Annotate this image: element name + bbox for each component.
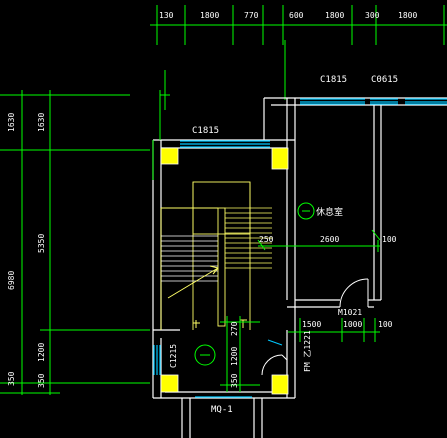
dim-room-width: 2600 — [320, 235, 339, 244]
walls — [152, 97, 447, 438]
label-door-fm: FM 乙1221 — [303, 330, 312, 372]
dim-left-outer: 6980 — [7, 271, 16, 290]
stair-up-arrow-icon — [167, 265, 247, 328]
dim-door-3: 100 — [378, 320, 393, 329]
door-swing-icon — [261, 278, 369, 376]
drawing-labels: C1815 C1815 C0615 休息室 M1021 MQ-1 C1215 F… — [169, 75, 398, 415]
dim-top-7: 1800 — [398, 11, 417, 20]
label-room-name: 休息室 — [316, 206, 343, 218]
dim-top-4: 600 — [289, 11, 304, 20]
stair-treads-lower — [161, 235, 218, 282]
column-bottom-left — [160, 374, 179, 393]
columns — [160, 147, 289, 395]
label-window-c1215: C1215 — [169, 344, 178, 368]
dim-room-offset: 250 — [259, 235, 274, 244]
dim-left-inner-3: 1200 — [37, 343, 46, 362]
dim-top-3: 770 — [244, 11, 259, 20]
dim-left-far-1: 1630 — [7, 113, 16, 132]
label-window-c1815-left: C1815 — [192, 126, 219, 136]
dim-door-1: 1500 — [302, 320, 321, 329]
column-top-right — [271, 147, 289, 170]
dim-top-5: 1800 — [325, 11, 344, 20]
dim-top-1: 130 — [159, 11, 174, 20]
label-door-m1021: M1021 — [338, 308, 362, 317]
top-dimension-labels: 130 1800 770 600 1800 300 1800 — [159, 11, 417, 20]
dim-left-inner-2: 5350 — [37, 234, 46, 253]
grid-lines — [152, 90, 381, 392]
dim-top-2: 1800 — [200, 11, 219, 20]
stair-treads-upper — [225, 207, 272, 269]
label-window-c1815-right: C1815 — [320, 75, 347, 85]
dim-stair-3: 350 — [230, 373, 239, 388]
dimension-labels-inner: 2600 100 250 1500 1000 100 270 1200 350 — [230, 235, 397, 388]
dim-stair-1: 270 — [230, 321, 239, 336]
left-dimension-lines — [0, 90, 150, 395]
dim-stair-2: 1200 — [230, 347, 239, 366]
label-window-c0615: C0615 — [371, 75, 398, 85]
dim-room-wall: 100 — [382, 235, 397, 244]
door-swing-bottom — [267, 339, 283, 346]
dim-left-inner-4: 350 — [37, 373, 46, 388]
column-top-left — [160, 147, 179, 165]
column-bottom-right — [271, 374, 289, 395]
dim-left-far-2: 350 — [7, 371, 16, 386]
windows — [153, 98, 447, 398]
dim-door-2: 1000 — [343, 320, 362, 329]
label-door-mq1: MQ-1 — [211, 405, 233, 415]
dim-left-inner-1: 1630 — [37, 113, 46, 132]
room-symbol-icon — [194, 202, 315, 366]
top-dimension-chain — [150, 5, 447, 110]
dim-top-6: 300 — [365, 11, 380, 20]
left-dimension-labels: 1630 6980 350 1630 5350 1200 350 — [7, 113, 46, 388]
